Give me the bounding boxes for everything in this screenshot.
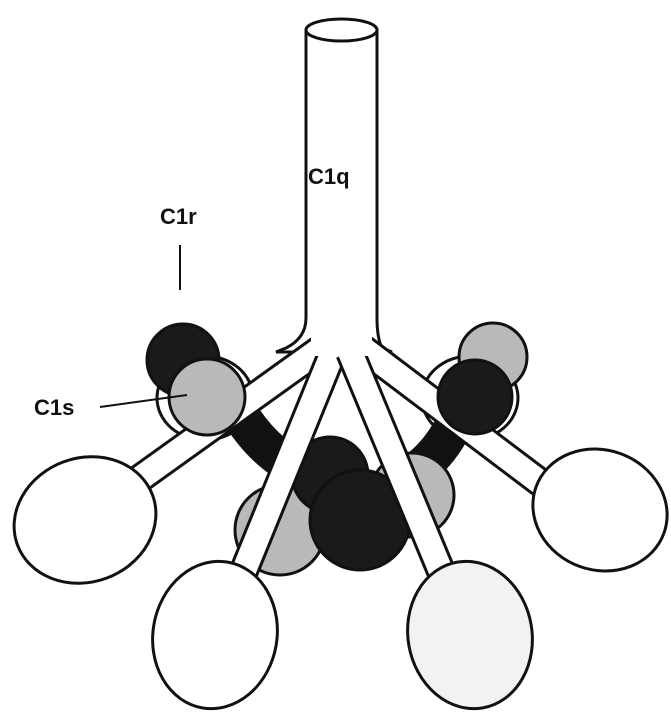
- c1s-sphere-left: [169, 359, 245, 435]
- c1s-label: C1s: [34, 395, 74, 420]
- c1q-head-right-inner: [396, 551, 544, 715]
- c1r-sphere-right: [438, 360, 512, 434]
- c1q-head-left-inner: [141, 551, 289, 715]
- c1r-label: C1r: [160, 204, 197, 229]
- c1q-stem: [276, 30, 392, 352]
- c1q-fork-junction: [311, 320, 372, 356]
- c1q-stem-top: [306, 19, 377, 41]
- c1q-head-right-outer: [516, 430, 671, 589]
- c1q-label: C1q: [308, 164, 350, 189]
